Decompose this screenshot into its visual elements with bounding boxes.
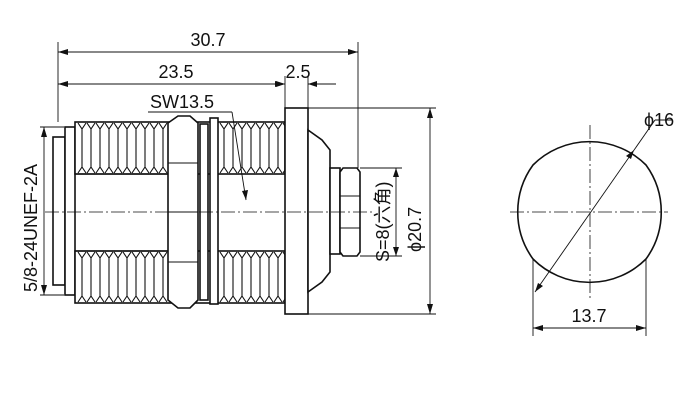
thread-ridge [158, 122, 168, 174]
dim-thread-spec: 5/8-24UNEF-2A [21, 164, 41, 292]
dim-hex-size: S=8(六角) [373, 181, 393, 262]
thread-ridge [264, 251, 274, 303]
thread-ridge [273, 251, 283, 303]
dim-thread-length: 23.5 [158, 62, 193, 82]
dim-cutout-flat: 13.7 [571, 306, 606, 326]
thread-ridge [149, 122, 159, 174]
thread-ridge [86, 251, 96, 303]
front-lip [64, 126, 76, 296]
thread-ridge [140, 122, 150, 174]
thread-ridge [228, 122, 238, 174]
side-view: 30.7 23.5 2.5 SW13.5 5/8-24UNEF-2A S=8(六… [21, 30, 436, 315]
dim-cutout-diameter: ϕ16 [644, 110, 674, 130]
thread-ridge [104, 122, 114, 174]
front-face [52, 136, 66, 286]
thread-ridge [113, 251, 123, 303]
flange [284, 107, 309, 315]
thread-ridge [131, 122, 141, 174]
thread-ridge [237, 251, 247, 303]
thread-ridge [113, 122, 123, 174]
thread-ridge [122, 122, 132, 174]
thread-ridge [246, 122, 256, 174]
thread-ridge [246, 251, 256, 303]
dim-wrench-size: SW13.5 [150, 92, 214, 112]
thread-ridge [95, 122, 105, 174]
thread-ridge [273, 122, 283, 174]
thread-ridge [122, 251, 132, 303]
thread-ridge [149, 251, 159, 303]
thread-ridge [86, 122, 96, 174]
dim-flange-diameter: ϕ20.7 [405, 207, 425, 252]
thread-ridge [228, 251, 238, 303]
thread-pattern [77, 122, 292, 303]
thread-ridge [131, 251, 141, 303]
thread-ridge [264, 122, 274, 174]
rear-collar [329, 167, 341, 255]
thread-ridge [77, 122, 87, 174]
thread-ridge [104, 251, 114, 303]
flange-taper [307, 128, 331, 294]
washer-2 [209, 117, 219, 305]
thread-ridge [255, 122, 265, 174]
thread-ridge [158, 251, 168, 303]
thread-ridge [77, 251, 87, 303]
thread-ridge [219, 122, 229, 174]
dim-flange-thickness: 2.5 [285, 62, 310, 82]
dim-overall-length: 30.7 [190, 30, 225, 50]
thread-ridge [219, 251, 229, 303]
thread-ridge [237, 122, 247, 174]
cutout-view: ϕ16 13.7 [510, 110, 674, 336]
thread-ridge [255, 251, 265, 303]
thread-ridge [95, 251, 105, 303]
thread-ridge [140, 251, 150, 303]
